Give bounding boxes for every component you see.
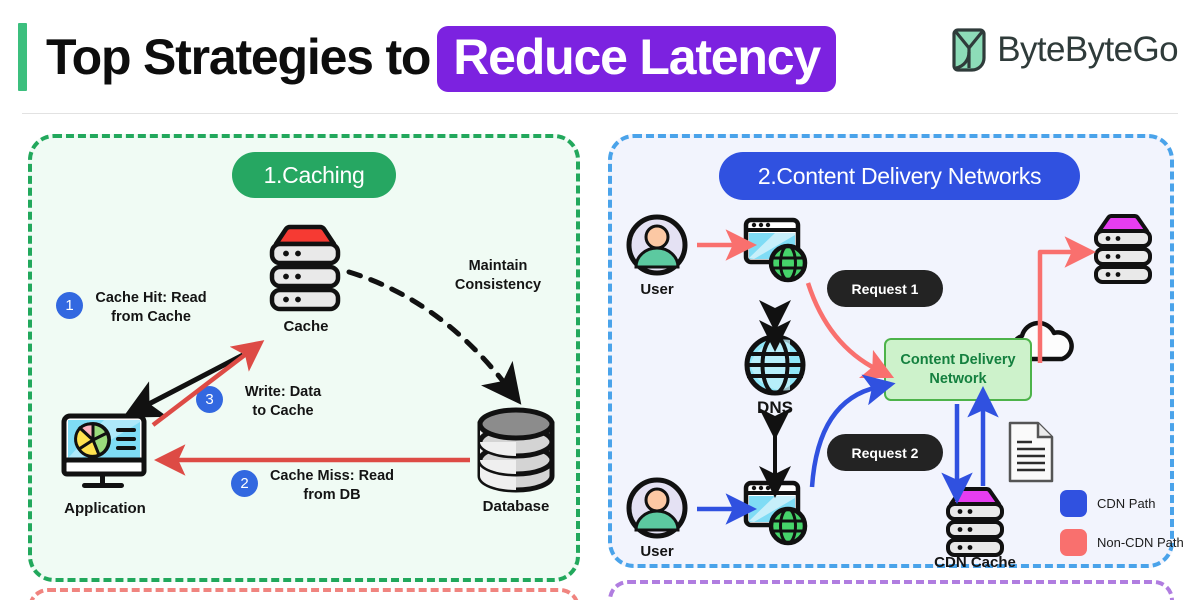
header-divider — [22, 113, 1178, 114]
dns-globe-icon — [744, 334, 806, 396]
cdn-cache-label: CDN Cache — [934, 554, 1016, 571]
step-badge-1: 1 — [56, 292, 83, 319]
database-icon — [472, 407, 560, 496]
legend-item-non-cdn-path: Non-CDN Path — [1060, 529, 1184, 556]
panel-cdn-title: 2.Content Delivery Networks — [719, 152, 1080, 200]
panel-caching-title: 1.Caching — [232, 152, 396, 198]
browser-globe-top-icon — [742, 215, 810, 283]
legend-label-cdn-path: CDN Path — [1097, 496, 1156, 511]
application-label: Application — [64, 500, 146, 517]
page-title-plain: Top Strategies to — [46, 29, 431, 85]
step-badge-3: 3 — [196, 386, 223, 413]
step-label-3: Write: Data to Cache — [244, 384, 322, 419]
document-icon — [1005, 420, 1057, 484]
maintain-consistency-label: Maintain Consistency — [454, 258, 542, 293]
user-bottom-label: User — [640, 543, 674, 560]
dns-label: DNS — [757, 398, 793, 417]
bytebytego-mark-icon — [950, 28, 988, 72]
browser-globe-bottom-icon — [742, 478, 810, 546]
cache-server-label: Cache — [283, 318, 329, 335]
database-label: Database — [482, 498, 550, 515]
step-label-2: Cache Miss: Read from DB — [269, 468, 395, 503]
bytebytego-logo: ByteByteGo — [950, 28, 1179, 72]
cdn-cache-icon — [935, 486, 1013, 558]
bytebytego-wordmark: ByteByteGo — [997, 30, 1178, 69]
legend-label-non-cdn-path: Non-CDN Path — [1097, 535, 1184, 550]
step-badge-2: 2 — [231, 470, 258, 497]
cdn-box: Content Delivery Network — [884, 338, 1032, 401]
request-2-badge: Request 2 — [827, 434, 943, 471]
user-bottom-icon — [625, 476, 689, 540]
cache-server-icon — [256, 222, 354, 312]
legend-swatch-cdn-path — [1060, 490, 1087, 517]
legend-item-cdn-path: CDN Path — [1060, 490, 1184, 517]
panel-peek-right — [608, 580, 1174, 600]
panel-peek-left — [28, 588, 580, 600]
application-icon — [58, 412, 152, 496]
user-top-label: User — [640, 281, 674, 298]
page-title-highlight: Reduce Latency — [437, 26, 836, 92]
origin-server-icon — [1083, 213, 1161, 285]
cdn-legend: CDN Path Non-CDN Path — [1060, 490, 1184, 568]
step-label-1: Cache Hit: Read from Cache — [95, 290, 207, 325]
legend-swatch-non-cdn-path — [1060, 529, 1087, 556]
user-top-icon — [625, 213, 689, 277]
accent-bar — [18, 23, 27, 91]
request-1-badge: Request 1 — [827, 270, 943, 307]
